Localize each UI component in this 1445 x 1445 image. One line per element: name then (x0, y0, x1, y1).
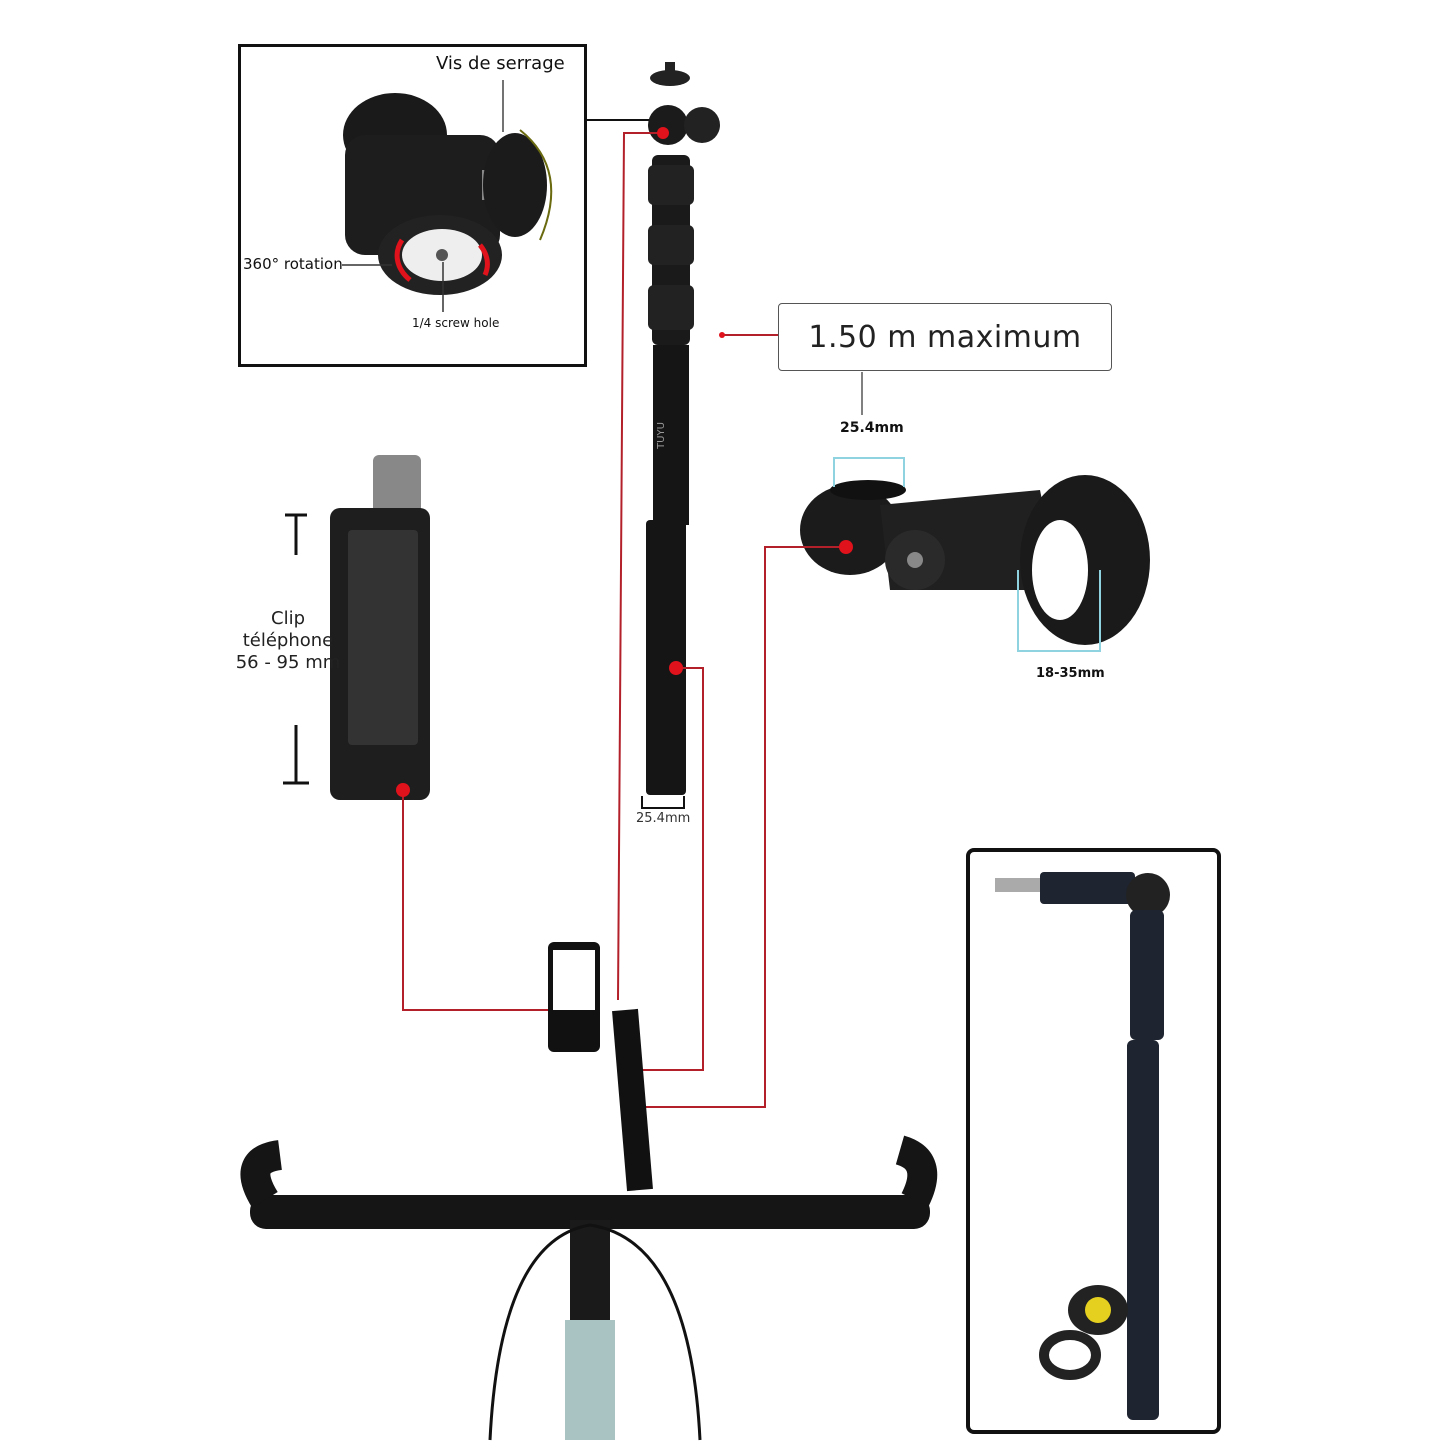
bike-handlebar-image (240, 942, 938, 1441)
connector-lines (402, 132, 845, 1108)
length-callout: 1.50 m maximum (778, 303, 1112, 371)
pole-brand-logo: TUYU (655, 422, 667, 449)
clamp-range-label: 18-35mm (1036, 666, 1105, 681)
clamp-diameter-label: 25.4mm (840, 420, 904, 436)
ballhead-image (342, 80, 553, 312)
marker-dots (396, 127, 853, 797)
phone-clip-image (283, 455, 430, 800)
phone-clip-label: Clip téléphone 56 - 95 mm (225, 608, 351, 674)
ballhead-inset (238, 44, 587, 367)
phone-clip-line2: téléphone (242, 630, 334, 651)
telescopic-pole (646, 62, 720, 795)
tighten-screw-label: Vis de serrage (436, 53, 565, 74)
assembled-inset-image (966, 848, 1221, 1434)
rotation-label: 360° rotation (243, 255, 343, 273)
pole-diameter-label: 25.4mm (636, 811, 691, 826)
phone-clip-line3: 56 - 95 mm (235, 652, 341, 673)
phone-clip-line1: Clip (271, 608, 305, 629)
stem-clamp-image (800, 372, 1150, 652)
screw-hole-label: 1/4 screw hole (412, 316, 500, 330)
